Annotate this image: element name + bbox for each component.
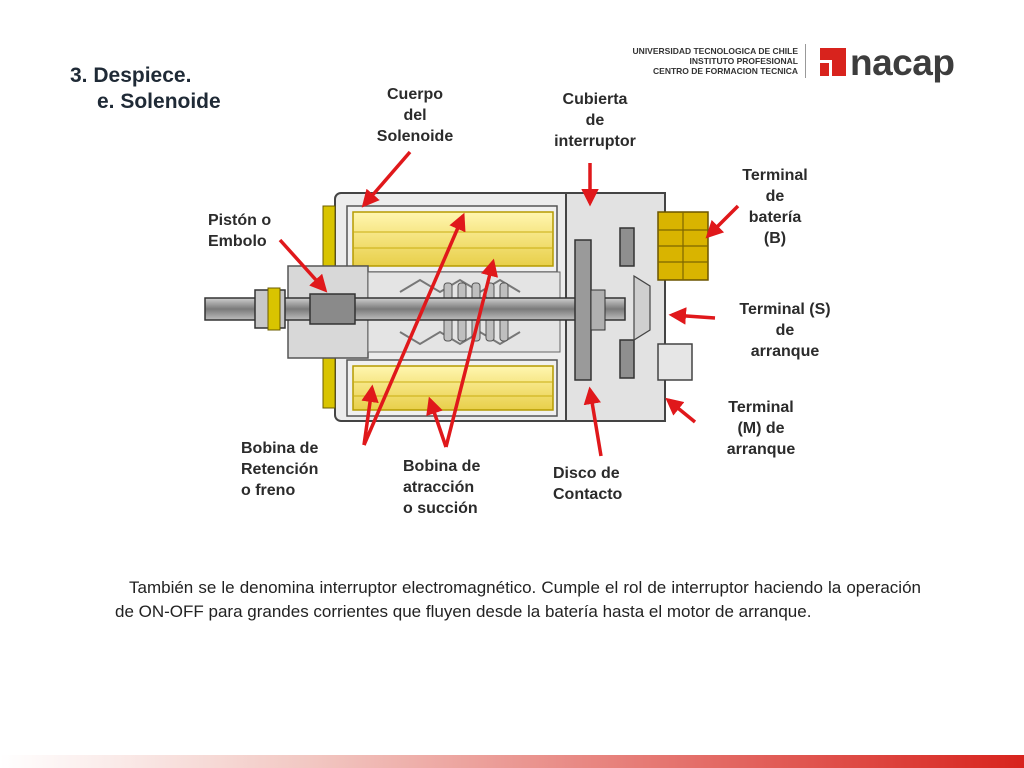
- arrow-atraccion-1: [444, 258, 499, 448]
- label-disco: Disco de Contacto: [553, 465, 623, 503]
- label-cuerpo: Cuerpo del Solenoide: [376, 86, 454, 145]
- arrow-disco: [583, 386, 603, 457]
- institution-line-2: INSTITUTO PROFESIONAL: [689, 56, 798, 66]
- label-bobina-retencion: Bobina de Retención o freno: [241, 440, 319, 499]
- logo-divider: [805, 44, 806, 78]
- label-piston: Pistón o Embolo: [208, 212, 272, 250]
- label-cubierta: Cubierta de interruptor: [554, 91, 636, 150]
- contact-disc: [574, 239, 592, 381]
- inacap-logo-icon: [820, 48, 846, 76]
- arrow-terminal-m: [665, 397, 697, 424]
- description-paragraph: También se le denomina interruptor elect…: [115, 578, 921, 621]
- institution-name: UNIVERSIDAD TECNOLOGICA DE CHILE INSTITU…: [610, 46, 798, 76]
- arrow-terminal-b: [705, 204, 740, 239]
- label-bobina-atraccion: Bobina de atracción o succión: [403, 458, 481, 517]
- brand-name: nacap: [850, 42, 955, 83]
- solenoid-diagram: [204, 150, 740, 457]
- arrow-atraccion-2: [426, 396, 448, 448]
- institution-line-1: UNIVERSIDAD TECNOLOGICA DE CHILE: [632, 46, 798, 56]
- institution-line-3: CENTRO DE FORMACION TECNICA: [653, 66, 798, 76]
- lower-coil: [352, 365, 554, 411]
- title-line-1: 3. Despiece.: [70, 64, 192, 87]
- arrow-cuerpo: [361, 150, 412, 208]
- label-terminal-s: Terminal (S) de arranque: [739, 301, 831, 360]
- arrow-retencion-2: [361, 384, 379, 446]
- arrow-retencion-1: [362, 212, 466, 446]
- title-line-2: e. Solenoide: [97, 90, 221, 113]
- label-terminal-b: Terminal de batería (B): [742, 167, 808, 247]
- footer-gradient-bar: [0, 755, 1024, 768]
- label-terminal-m: Terminal (M) de arranque: [726, 399, 796, 458]
- slide-title: 3. Despiece. e. Solenoide: [70, 63, 221, 115]
- motor-terminal: [657, 343, 693, 381]
- arrow-piston: [278, 238, 328, 293]
- arrow-terminal-s: [668, 307, 716, 325]
